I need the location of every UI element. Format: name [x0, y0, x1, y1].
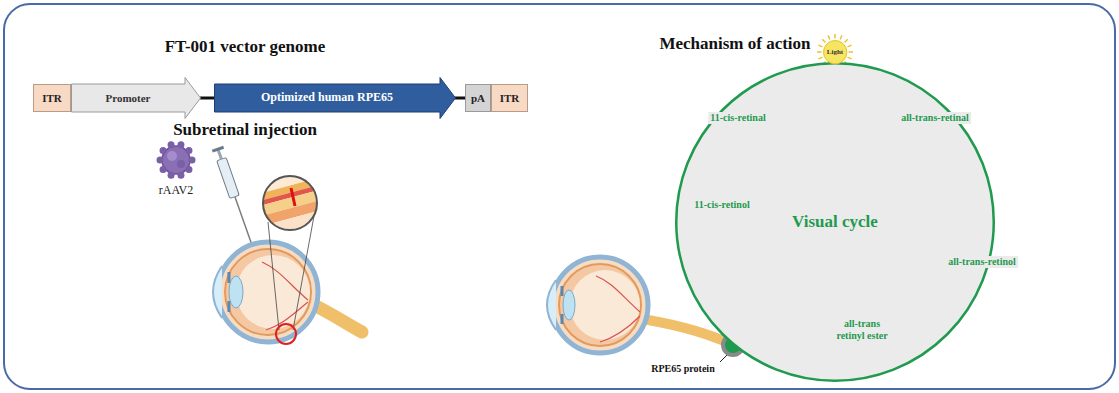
itr-box-shape	[34, 85, 71, 112]
retinoid-label: all-trans-retinol	[946, 256, 1018, 268]
promoter-arrow-shape	[72, 78, 201, 119]
sun-rays	[845, 39, 848, 42]
node-text: Light	[827, 48, 843, 56]
eye-illustration-right	[596, 276, 640, 342]
gene-arrow: Optimized human RPE65	[214, 77, 456, 119]
retina-zoom	[293, 216, 314, 330]
virus-particle	[160, 147, 167, 154]
eye-illustration-right	[561, 314, 564, 324]
node-text: ITR	[42, 92, 62, 105]
retinoid-label: all-trans-retinal	[899, 112, 971, 124]
itr-box: ITR	[491, 84, 528, 112]
itr-box: ITR	[33, 84, 71, 112]
genome-joiner	[455, 97, 466, 100]
sun-rays	[818, 45, 822, 47]
promoter-arrow: Promoter	[71, 77, 201, 119]
retina-zoom	[243, 163, 337, 247]
virus-label: rAAV2	[159, 183, 193, 198]
virus-particle	[177, 172, 184, 179]
retinoid-label: all-trans retinyl ester	[832, 318, 892, 342]
eye-illustration-left	[213, 242, 362, 342]
eye-illustration-left	[229, 276, 243, 308]
virus-particle	[168, 172, 175, 179]
retina-zoom	[243, 163, 337, 247]
virus-particle	[177, 160, 185, 168]
rpe65-protein-dot	[720, 355, 727, 362]
gene-arrow-shape	[215, 78, 456, 119]
eye-illustration-right	[552, 257, 648, 353]
sun-rays	[840, 35, 842, 39]
section-heading: FT-001 vector genome	[165, 37, 326, 57]
syringe	[212, 146, 240, 199]
eye-illustration-right	[559, 264, 641, 346]
retinoid-label: 11-cis-retinol	[692, 199, 751, 211]
sun-rays	[818, 57, 822, 59]
itr-box-shape	[492, 85, 528, 112]
retina-zoom	[243, 163, 337, 344]
node-text: pA	[471, 92, 485, 105]
virus-particle	[157, 141, 196, 178]
eye-illustration-right	[561, 286, 564, 296]
eye-illustration-left	[262, 262, 308, 330]
sun-rays	[822, 39, 825, 42]
syringe	[217, 157, 240, 198]
virus-particle	[168, 141, 175, 148]
node-text: Promoter	[106, 92, 151, 105]
syringe	[212, 146, 224, 153]
eye-illustration-left	[228, 272, 231, 283]
retina-zoom	[291, 188, 295, 206]
sun-rays	[849, 51, 854, 53]
retina-zoom	[276, 324, 296, 344]
eye-illustration-left	[228, 301, 231, 312]
retina-zoom	[263, 176, 317, 230]
retina-zoom	[255, 207, 337, 247]
virus-particle	[160, 166, 167, 173]
sun-rays	[828, 35, 830, 39]
visual-cycle-circle-shape	[676, 63, 994, 381]
node-text: Optimized human RPE65	[261, 91, 393, 105]
polya-box: pA	[465, 84, 491, 112]
sun-rays	[847, 45, 851, 47]
sun-rays	[847, 57, 851, 59]
virus-particle	[157, 157, 164, 164]
virus-particle	[177, 141, 184, 148]
sun-rays	[834, 34, 836, 39]
eye-illustration-left	[213, 266, 222, 318]
node-text: Visual cycle	[792, 212, 878, 232]
protein-label: RPE65 protein	[651, 363, 714, 374]
light-sun: Light	[823, 40, 847, 64]
polya-box-shape	[466, 85, 491, 112]
eye-illustration-right	[547, 280, 556, 330]
virus-particle	[185, 166, 192, 173]
virus-particle	[185, 147, 192, 154]
section-heading: Mechanism of action	[659, 34, 810, 54]
node-text: ITR	[500, 92, 520, 105]
eye-illustration-left	[218, 242, 318, 342]
panel-border	[4, 4, 1115, 389]
virus-particle	[167, 151, 177, 161]
light-sun-shape	[823, 40, 846, 63]
retina-zoom	[268, 222, 279, 330]
eye-illustration-left	[225, 249, 311, 335]
genome-joiner	[200, 97, 215, 100]
eye-illustration-left	[312, 304, 362, 332]
section-heading: Subretinal injection	[173, 120, 317, 140]
sun-rays	[817, 51, 822, 53]
retinoid-label: 11-cis-retinal	[708, 112, 767, 124]
virus-particle	[189, 157, 196, 164]
eye-illustration-left	[236, 255, 310, 329]
eye-illustration-right	[563, 290, 575, 320]
